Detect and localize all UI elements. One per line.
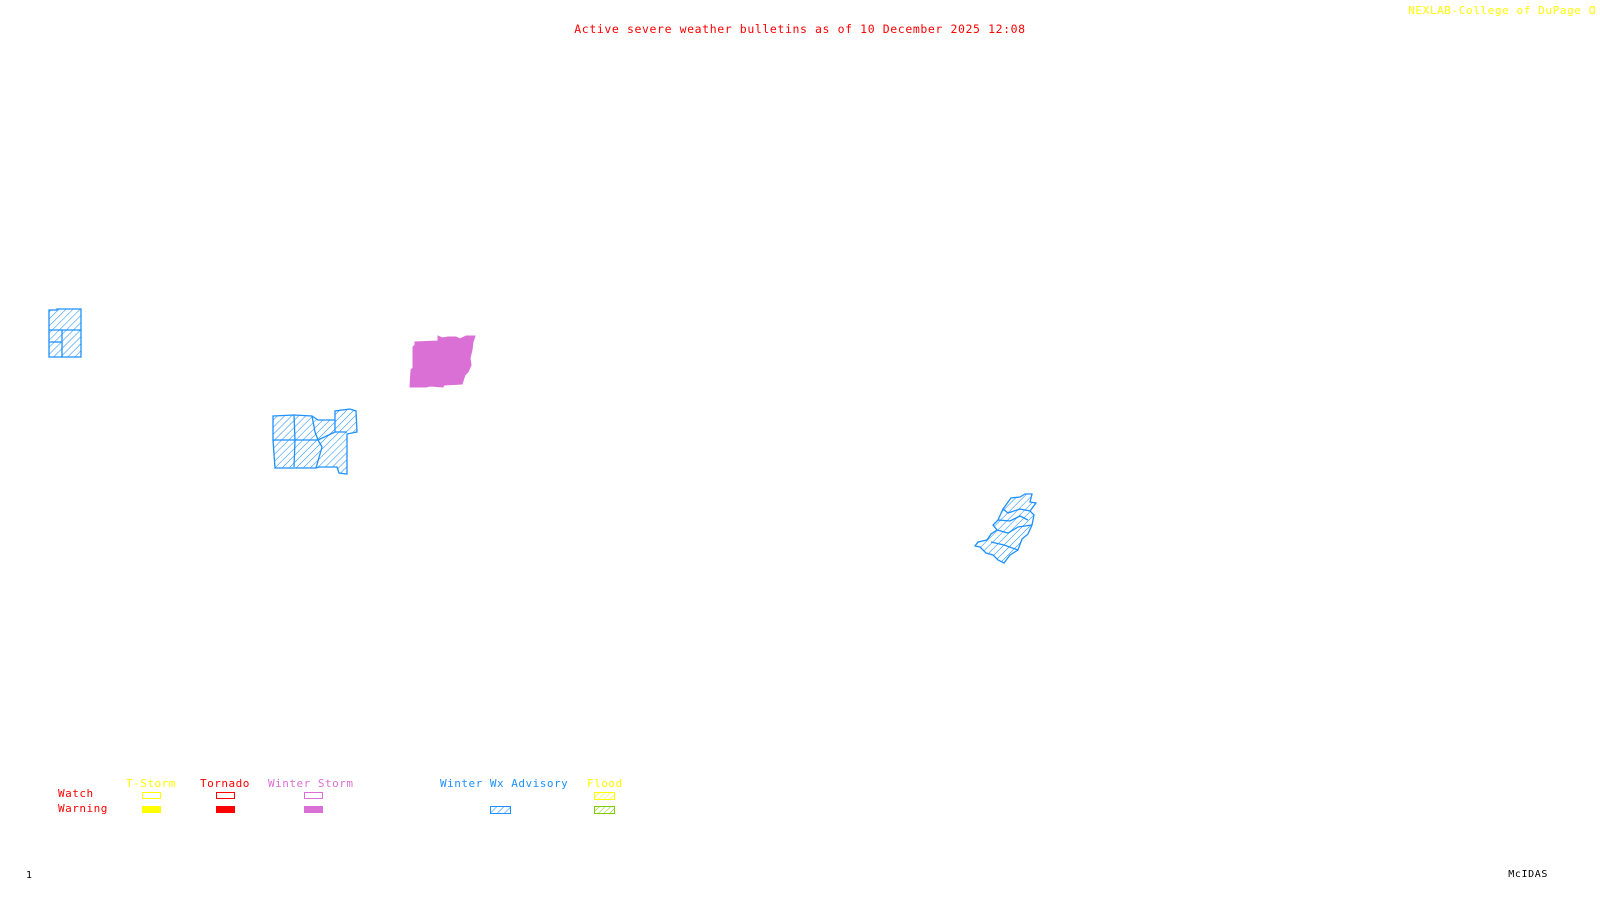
legend-col-winter-storm: Winter Storm: [268, 777, 354, 790]
frame-number: 1: [26, 870, 33, 881]
legend-row-watch: Watch: [58, 787, 94, 800]
software-label: McIDAS: [1508, 869, 1548, 880]
legend-col-flood: Flood: [587, 777, 623, 790]
credit-label: NEXLAB-College of DuPage Ɑ: [1408, 5, 1596, 17]
legend-winter-wx-advisory-warning-swatch: [490, 806, 511, 814]
legend-flood-watch-swatch: [594, 792, 615, 800]
legend-tornado-warning-swatch: [216, 806, 235, 813]
legend-winter-storm-watch-swatch: [304, 792, 323, 799]
cod-logo-icon: Ɑ: [1588, 4, 1596, 17]
legend-tornado-watch-swatch: [216, 792, 235, 799]
legend-tstorm-warning-swatch: [142, 806, 161, 813]
advisory-area-central: [272, 408, 358, 475]
credit-text: NEXLAB-College of DuPage: [1408, 4, 1582, 17]
legend-winter-storm-warning-swatch: [304, 806, 323, 813]
warning-area-winter-storm: [409, 335, 476, 388]
legend-tstorm-watch-swatch: [142, 792, 161, 799]
advisory-area-northwest: [48, 308, 82, 358]
legend-col-tornado: Tornado: [200, 777, 250, 790]
advisory-area-east: [973, 493, 1038, 564]
legend-col-tstorm: T-Storm: [126, 777, 176, 790]
legend-row-warning: Warning: [58, 802, 108, 815]
legend-col-winter-wx-advisory: Winter Wx Advisory: [440, 777, 569, 790]
legend-flood-warning-swatch: [594, 806, 615, 814]
map-title: Active severe weather bulletins as of 10…: [574, 22, 1026, 36]
